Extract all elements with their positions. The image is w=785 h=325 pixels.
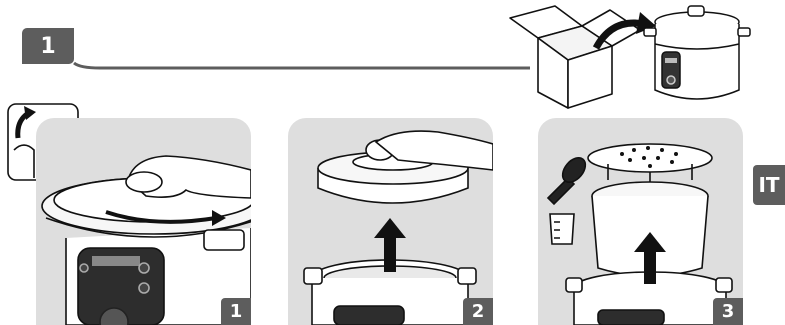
step-panel-3: 3 [538,118,743,325]
language-code: IT [758,173,779,197]
remove-accessories-illustration [538,118,743,325]
step-number-badge: 1 [221,298,251,325]
section-number: 1 [40,34,55,59]
step-panel-2: 2 [288,118,493,325]
step-number: 3 [722,301,735,322]
lift-lid-illustration [288,118,493,325]
step-panel-1: 1 [36,118,251,325]
step-number: 1 [230,301,243,322]
step-number-badge: 2 [463,298,493,325]
close-lid-illustration [36,118,251,325]
section-number-badge: 1 [22,28,74,64]
language-badge: IT [753,165,785,205]
step-number-badge: 3 [713,298,743,325]
step-number: 2 [472,301,485,322]
